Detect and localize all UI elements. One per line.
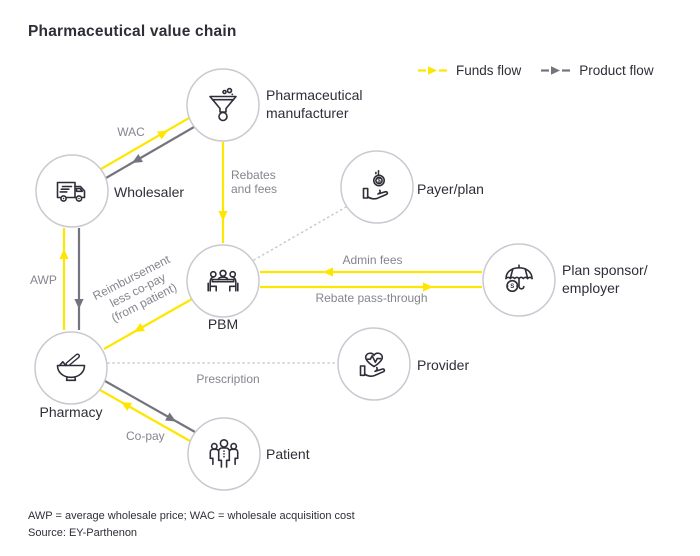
edge-reimbursement-funds xyxy=(103,298,193,350)
funds-flow-arrow-icon xyxy=(418,66,447,75)
node-payer: $ xyxy=(340,150,414,224)
node-provider xyxy=(337,327,411,401)
page-title: Pharmaceutical value chain xyxy=(28,23,237,40)
truck-icon xyxy=(56,181,86,202)
provider-label: Provider xyxy=(417,357,470,373)
wac-label: WAC xyxy=(117,125,145,139)
meeting-table-icon xyxy=(207,269,239,292)
rebate-pass-through-label: Rebate pass-through xyxy=(315,291,428,305)
node-pbm xyxy=(186,244,260,318)
node-pharmacy xyxy=(34,331,108,405)
node-wholesaler xyxy=(35,154,109,228)
node-manufacturer xyxy=(186,68,260,142)
funnel-icon xyxy=(209,87,237,122)
coin-hand-icon: $ xyxy=(362,170,389,200)
edge-admin-fees-funds xyxy=(260,267,482,277)
copay-label: Co-pay xyxy=(126,429,165,443)
edge-copay-funds xyxy=(99,389,191,442)
pharmacy-label: Pharmacy xyxy=(39,404,103,420)
legend: Funds flow Product flow xyxy=(418,63,654,78)
node-sponsor: S xyxy=(482,243,556,317)
edge-product-manufacturer-wholesaler xyxy=(105,126,195,179)
wholesaler-label: Wholesaler xyxy=(114,184,185,200)
sponsor-label: Plan sponsor/ employer xyxy=(562,262,648,296)
edge-dotted-pbm-payer xyxy=(253,206,347,261)
edge-awp-funds xyxy=(59,228,69,330)
legend-product: Product flow xyxy=(541,63,654,78)
legend-funds: Funds flow xyxy=(418,63,521,78)
product-flow-arrow-icon xyxy=(541,66,571,75)
patient-label: Patient xyxy=(266,446,310,462)
dollar-symbol: $ xyxy=(377,179,381,185)
people-group-icon xyxy=(209,439,239,468)
legend-product-label: Product flow xyxy=(579,63,654,78)
edge-rebates-fees-funds xyxy=(218,142,228,243)
edge-rebate-pass-through-funds xyxy=(260,282,482,292)
footnote: AWP = average wholesale price; WAC = who… xyxy=(28,510,355,522)
edge-product-pharmacy-patient xyxy=(104,380,196,433)
rebates-fees-label: Rebates and fees xyxy=(231,168,278,196)
heart-hand-icon xyxy=(359,352,386,377)
legend-funds-label: Funds flow xyxy=(456,63,522,78)
pbm-label: PBM xyxy=(207,316,239,332)
prescription-label: Prescription xyxy=(196,372,260,386)
edge-product-wholesaler-pharmacy xyxy=(74,228,84,330)
source: Source: EY-Parthenon xyxy=(28,527,138,539)
umbrella-dollar-icon: S xyxy=(505,264,533,293)
admin-fees-label: Admin fees xyxy=(342,253,403,267)
node-patient xyxy=(187,417,261,491)
edge-wac-funds xyxy=(100,117,190,170)
manufacturer-label: Pharmaceutical manufacturer xyxy=(266,87,363,121)
payer-label: Payer/plan xyxy=(417,181,484,197)
mortar-pestle-icon xyxy=(56,353,86,382)
awp-label: AWP xyxy=(30,273,57,287)
dollar-symbol: S xyxy=(510,284,514,290)
